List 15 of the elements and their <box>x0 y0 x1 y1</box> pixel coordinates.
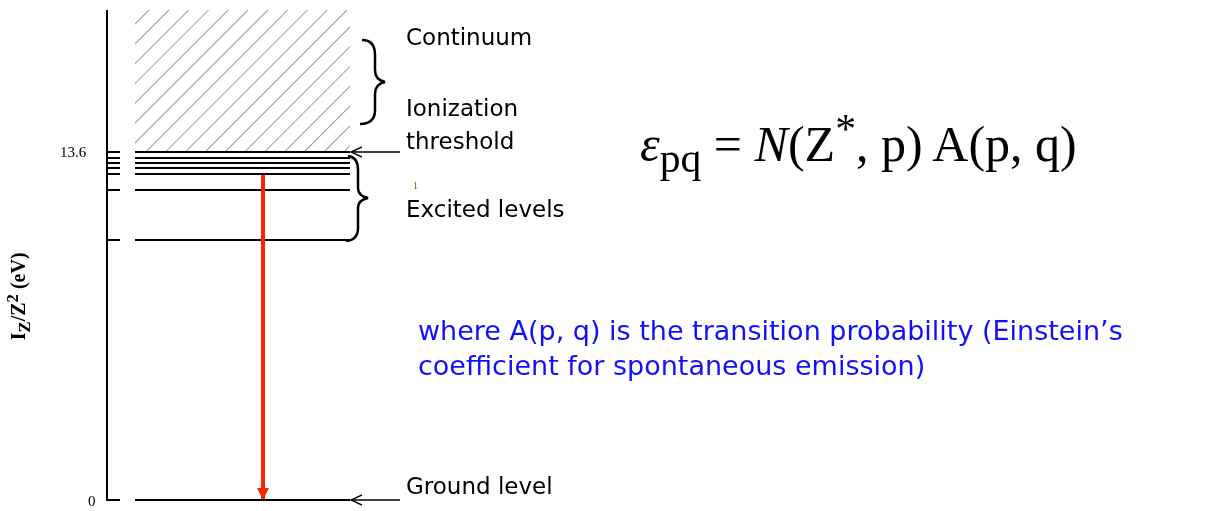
label: 1 <box>413 180 418 192</box>
energy-level-line <box>135 173 350 175</box>
label: 0 <box>88 492 96 510</box>
formula: ε$_{pq}$ = N(Z$^{*}$, p) A(p, q) <box>640 105 1077 183</box>
arrow <box>257 175 269 500</box>
energy-level-line <box>135 499 350 501</box>
label: 13.6 <box>60 143 87 161</box>
level-label: Ground level <box>406 470 586 503</box>
arrow <box>350 494 401 506</box>
energy-level-line <box>135 151 350 153</box>
note-text: where A(p, q) is the transition probability (Einstein’s coefficient for spontaneous emission) <box>418 314 1124 383</box>
label: Continuum <box>406 24 533 52</box>
label: Excited levels <box>406 196 565 224</box>
level-label: Ionization threshold <box>406 92 556 158</box>
arrow <box>350 146 401 158</box>
